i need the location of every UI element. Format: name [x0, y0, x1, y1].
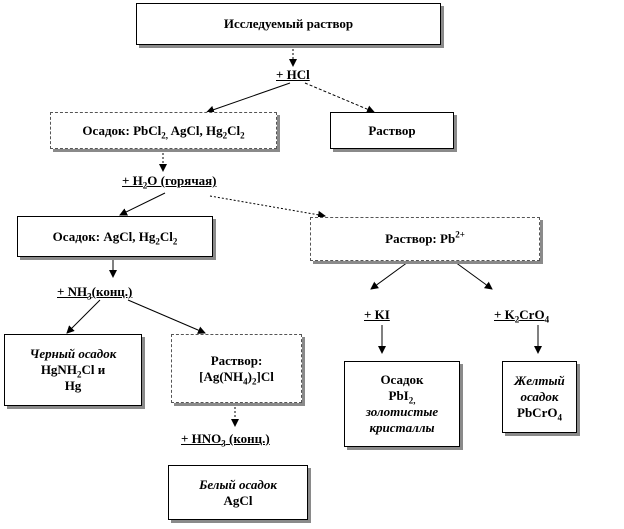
arrow-solution2-to-k2cro4 [454, 261, 493, 290]
pbi2-precipitate-box: Осадок PbI2, золотистые кристаллы [344, 361, 460, 447]
arrow-h2o-to-solution2 [209, 195, 326, 219]
solution1-box: Раствор [330, 112, 454, 149]
black-precipitate-text: Черный осадок HgNH2Cl и Hg [29, 346, 117, 393]
precipitate2-box: Осадок: AgCl, Hg2Cl2 [17, 216, 213, 257]
reagent-k2cro4: + K2CrO4 [494, 307, 550, 325]
precipitate1-text: Осадок: PbCl2, AgCl, Hg2Cl2 [82, 122, 245, 141]
reagent-hno3-conc: + HNO3 (конц.) [181, 431, 270, 449]
solution3-text: Раствор: [Ag(NH4)2]Cl [199, 352, 274, 387]
reagent-hcl: + HCl [276, 67, 310, 82]
solution1-text: Раствор [368, 122, 416, 138]
precipitate2-text: Осадок: AgCl, Hg2Cl2 [52, 228, 178, 247]
solution2-text: Раствор: Pb2+ [385, 229, 465, 246]
root-solution-text: Исследуемый раствор [223, 16, 354, 31]
arrow-nh3-to-black [66, 299, 101, 334]
precipitate1-box: Осадок: PbCl2, AgCl, Hg2Cl2 [50, 112, 277, 149]
arrow-h2o-to-precipitate2 [119, 192, 166, 216]
solution2-box: Раствор: Pb2+ [310, 217, 540, 261]
arrow-hcl-to-precipitate1 [206, 82, 291, 114]
arrow-hcl-to-solution1 [304, 82, 375, 113]
white-precipitate-box: Белый осадок AgCl [168, 465, 308, 520]
white-precipitate-text: Белый осадок AgCl [199, 476, 277, 508]
arrow-solution2-to-ki [370, 261, 409, 290]
reagent-ki: + KI [364, 307, 390, 322]
pbi2-precipitate-text: Осадок PbI2, золотистые кристаллы [365, 372, 439, 435]
reagent-nh3-conc: + NH3(конц.) [57, 284, 133, 302]
yellow-precipitate-text: Желтый осадок PbCrO4 [514, 373, 565, 423]
black-precipitate-box: Черный осадок HgNH2Cl и Hg [4, 334, 142, 406]
root-solution-box: Исследуемый раствор [136, 3, 441, 45]
solution3-box: Раствор: [Ag(NH4)2]Cl [171, 334, 302, 403]
yellow-precipitate-box: Желтый осадок PbCrO4 [502, 361, 577, 433]
arrow-nh3-to-solution3 [127, 299, 206, 334]
reagent-h2o-hot: + H2O (горячая) [122, 173, 217, 191]
